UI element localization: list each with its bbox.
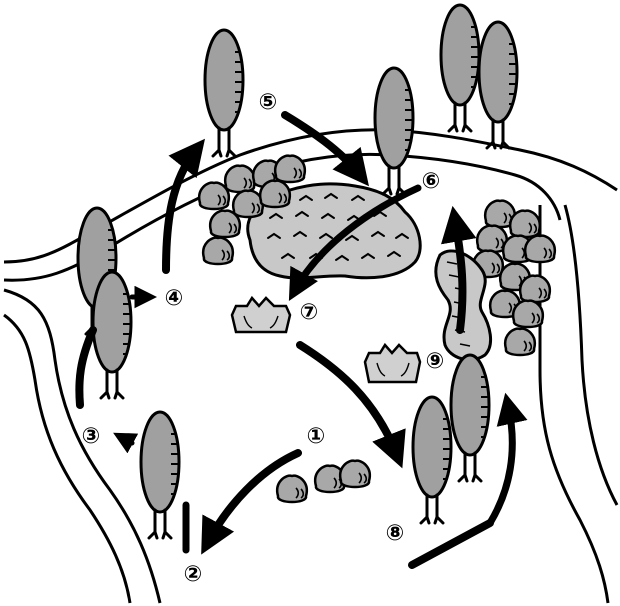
arrow-4-to-top-tree [166, 150, 196, 270]
step-4-label: ④ [163, 286, 185, 311]
step-8-label: ⑧ [384, 521, 406, 546]
step-6-label: ⑥ [420, 169, 442, 194]
svg-text:①: ① [307, 424, 326, 449]
tree-top-right-b [479, 22, 517, 148]
arrow-tree-to-3 [121, 437, 132, 443]
tree-bottom-right-back [451, 355, 489, 481]
svg-text:⑨: ⑨ [426, 349, 445, 374]
svg-text:⑧: ⑧ [386, 521, 405, 546]
road-right-branch-a [540, 205, 608, 603]
tree-pond-right [375, 68, 413, 194]
step-5-label: ⑤ [257, 90, 279, 115]
tree-bottom-left [141, 412, 179, 538]
step-3-label: ③ [80, 424, 102, 449]
stump-center [232, 298, 290, 332]
tree-left-front [93, 272, 131, 398]
svg-text:⑦: ⑦ [300, 300, 319, 325]
svg-text:②: ② [184, 562, 203, 587]
svg-text:⑥: ⑥ [422, 169, 441, 194]
step-1-label: ① [305, 424, 327, 449]
step-7-label: ⑦ [298, 300, 320, 325]
arrow-3-trunk [79, 330, 93, 405]
arrow-8-trunk [412, 523, 490, 565]
arrow-8-to-tree [490, 405, 512, 523]
stump-right [365, 345, 420, 382]
svg-text:④: ④ [165, 286, 184, 311]
tree-top-center [205, 30, 243, 156]
svg-text:⑤: ⑤ [259, 90, 278, 115]
tree-top-right-a [441, 5, 479, 131]
tree-bottom-right-front [413, 397, 451, 523]
bush-cluster-center [277, 461, 370, 502]
road-right-branch-b [565, 205, 617, 505]
svg-text:③: ③ [82, 424, 101, 449]
step-2-label: ② [182, 562, 204, 587]
step-9-label: ⑨ [424, 349, 446, 374]
